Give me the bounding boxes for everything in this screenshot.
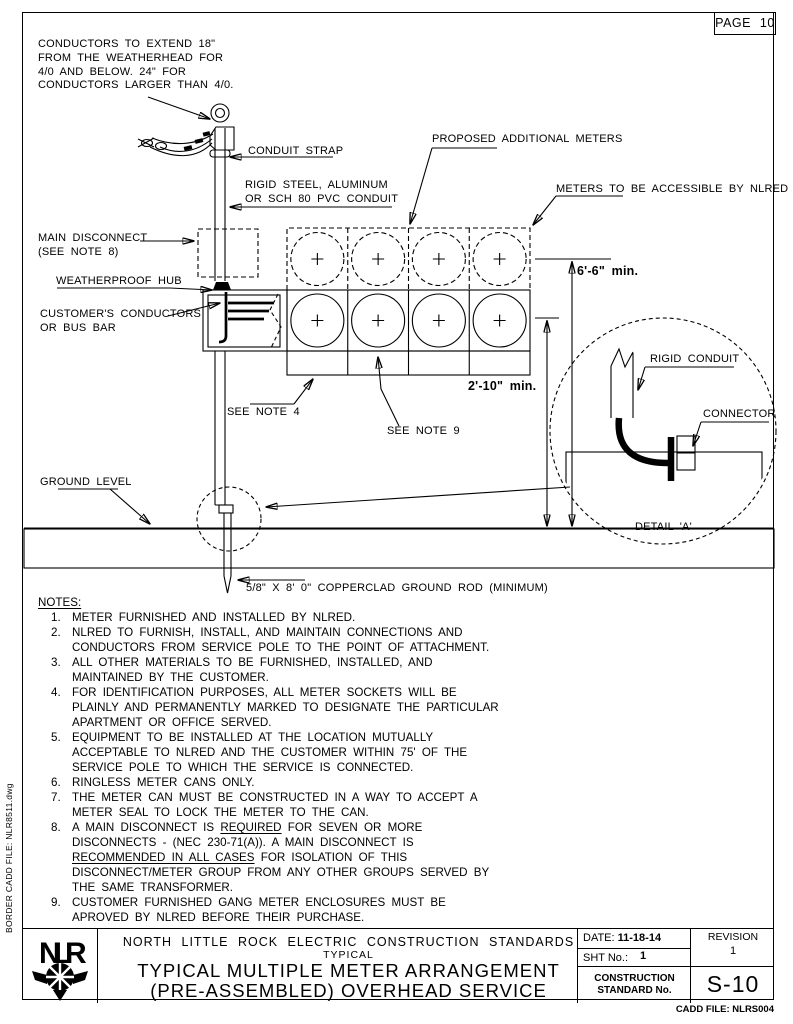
standard-number: S-10: [706, 971, 760, 997]
note-item: 4.FOR IDENTIFICATION PURPOSES, ALL METER…: [51, 686, 499, 729]
construction-standard-cell: CONSTRUCTION STANDARD No.: [577, 967, 690, 1003]
label-proposed-meters: PROPOSED ADDITIONAL METERS: [432, 133, 623, 145]
cadd-file-text: CADD FILE: NLRS004: [675, 1004, 774, 1015]
note-item: 9.CUSTOMER FURNISHED GANG METER ENCLOSUR…: [51, 896, 446, 924]
sht-value: 1: [640, 950, 647, 962]
standard-number-cell: S-10: [690, 967, 774, 1003]
notes-list: 1.METER FURNISHED AND INSTALLED BY NLRED…: [38, 610, 543, 925]
note-item: 2.NLRED TO FURNISH, INSTALL, AND MAINTAI…: [51, 626, 490, 654]
ground-hatch: [23, 527, 775, 569]
date-label: DATE:: [583, 932, 615, 944]
weatherproof-hub-icon: [213, 282, 231, 290]
border-cadd-file-text: BORDER CADD FILE: NLR8511.dwg: [4, 783, 14, 933]
note-item: 6.RINGLESS METER CANS ONLY.: [51, 776, 255, 789]
date-value: 11-18-14: [617, 932, 662, 944]
notes-section: NOTES: 1.METER FURNISHED AND INSTALLED B…: [38, 595, 543, 925]
label-dim-6-6: 6'-6" min.: [577, 264, 639, 278]
sheet-border: [22, 12, 774, 1000]
page-number-box: PAGE 10: [714, 12, 776, 35]
note-item: 5.EQUIPMENT TO BE INSTALLED AT THE LOCAT…: [51, 731, 468, 774]
label-see-note-9: SEE NOTE 9: [387, 425, 460, 437]
revision-label: REVISION: [707, 931, 759, 943]
note-item: 8.A MAIN DISCONNECT IS REQUIRED FOR SEVE…: [51, 821, 490, 894]
note-item: 7.THE METER CAN MUST BE CONSTRUCTED IN A…: [51, 791, 478, 819]
note-item: 1.METER FURNISHED AND INSTALLED BY NLRED…: [51, 611, 356, 624]
label-conduit-strap: CONDUIT STRAP: [248, 145, 344, 157]
drawing-title-line1: TYPICAL MULTIPLE METER ARRANGEMENT: [137, 960, 560, 981]
label-ground-rod: 5/8" X 8' 0" COPPERCLAD GROUND ROD (MINI…: [246, 582, 548, 594]
construction-standard-label: CONSTRUCTION STANDARD No.: [594, 973, 675, 996]
label-main-disconnect: MAIN DISCONNECT (SEE NOTE 8): [38, 232, 148, 258]
ground-rod: [196, 486, 262, 594]
org-title: NORTH LITTLE ROCK ELECTRIC CONSTRUCTION …: [122, 935, 575, 949]
label-see-note-4: SEE NOTE 4: [227, 406, 300, 418]
notes-heading: NOTES:: [38, 596, 82, 609]
customer-compartment: [202, 289, 288, 352]
typical-subtitle: TYPICAL: [323, 949, 374, 961]
label-conductor-note: CONDUCTORS TO EXTEND 18" FROM THE WEATHE…: [38, 38, 234, 92]
label-ground-level: GROUND LEVEL: [40, 476, 132, 488]
revision-value: 1: [729, 945, 737, 957]
leader-lines: [57, 96, 769, 580]
label-connector: CONNECTOR: [703, 408, 776, 420]
title-block: NLR NORTH LITTLE ROCK ELECTRIC CONSTRUCT…: [22, 928, 774, 1003]
label-rigid-conduit: RIGID CONDUIT: [650, 353, 740, 365]
meter-bank: [286, 227, 531, 376]
main-disconnect-box: [197, 228, 259, 278]
sheet-number-cell: SHT No.: 1: [577, 949, 690, 967]
label-weatherproof-hub: WEATHERPROOF HUB: [56, 275, 182, 287]
sht-label: SHT No.:: [583, 952, 629, 964]
label-customers-conductors: CUSTOMER'S CONDUCTORS OR BUS BAR: [40, 308, 202, 334]
revision-cell: REVISION 1: [690, 929, 774, 967]
label-dim-2-10: 2'-10" min.: [468, 379, 537, 393]
weatherhead-icon: [137, 103, 235, 157]
label-rigid-steel-conduit: RIGID STEEL, ALUMINUM OR SCH 80 PVC COND…: [245, 179, 399, 205]
proposed-meter-sockets: [290, 231, 527, 287]
note-item: 3.ALL OTHER MATERIALS TO BE FURNISHED, I…: [51, 656, 433, 684]
drawing-title-line2: (PRE-ASSEMBLED) OVERHEAD SERVICE: [150, 980, 547, 1001]
date-cell: DATE: 11-18-14: [577, 929, 690, 949]
label-detail-a: DETAIL 'A': [635, 521, 692, 533]
label-meters-accessible: METERS TO BE ACCESSIBLE BY NLRED: [556, 183, 789, 195]
dimension-lines: [535, 258, 611, 526]
logo-cell: NLR: [22, 929, 98, 1003]
nlr-logo: NLR: [32, 937, 94, 1001]
installed-meter-sockets: [290, 293, 527, 348]
